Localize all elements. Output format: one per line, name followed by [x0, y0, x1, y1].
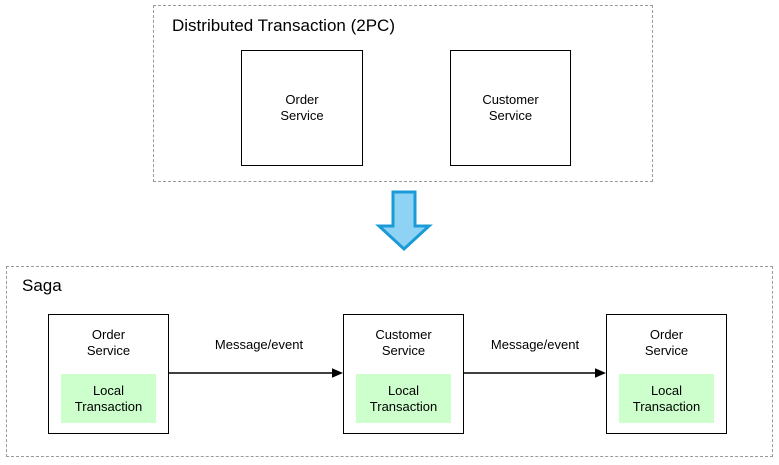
local-transaction-chip-3: Local Transaction: [619, 374, 714, 423]
group-saga-title: Saga: [22, 276, 62, 295]
edge-label-message-event-2: Message/event: [490, 337, 580, 352]
service-box-order-service[interactable]: Order Service: [241, 50, 363, 166]
local-transaction-chip-1: Local Transaction: [61, 374, 156, 423]
service-box-saga-order-service-1-label: Order Service: [86, 327, 131, 358]
service-box-customer-service[interactable]: Customer Service: [450, 50, 571, 166]
service-box-saga-customer-service[interactable]: Customer Service Local Transaction: [343, 314, 464, 434]
service-box-saga-order-service-1[interactable]: Order Service Local Transaction: [48, 314, 169, 434]
group-distributed-transaction-title: Distributed Transaction (2PC): [172, 16, 395, 35]
service-box-saga-customer-service-label: Customer Service: [375, 327, 432, 358]
service-box-customer-service-label: Customer Service: [482, 92, 539, 123]
down-arrow-icon: [375, 190, 433, 252]
service-box-saga-order-service-2[interactable]: Order Service Local Transaction: [606, 314, 727, 434]
edge-arrow-1: [169, 368, 343, 378]
service-box-order-service-label: Order Service: [280, 92, 324, 123]
service-box-saga-order-service-2-label: Order Service: [644, 327, 689, 358]
edge-label-message-event-1: Message/event: [214, 337, 304, 352]
local-transaction-chip-2: Local Transaction: [356, 374, 451, 423]
edge-arrow-2: [464, 368, 606, 378]
